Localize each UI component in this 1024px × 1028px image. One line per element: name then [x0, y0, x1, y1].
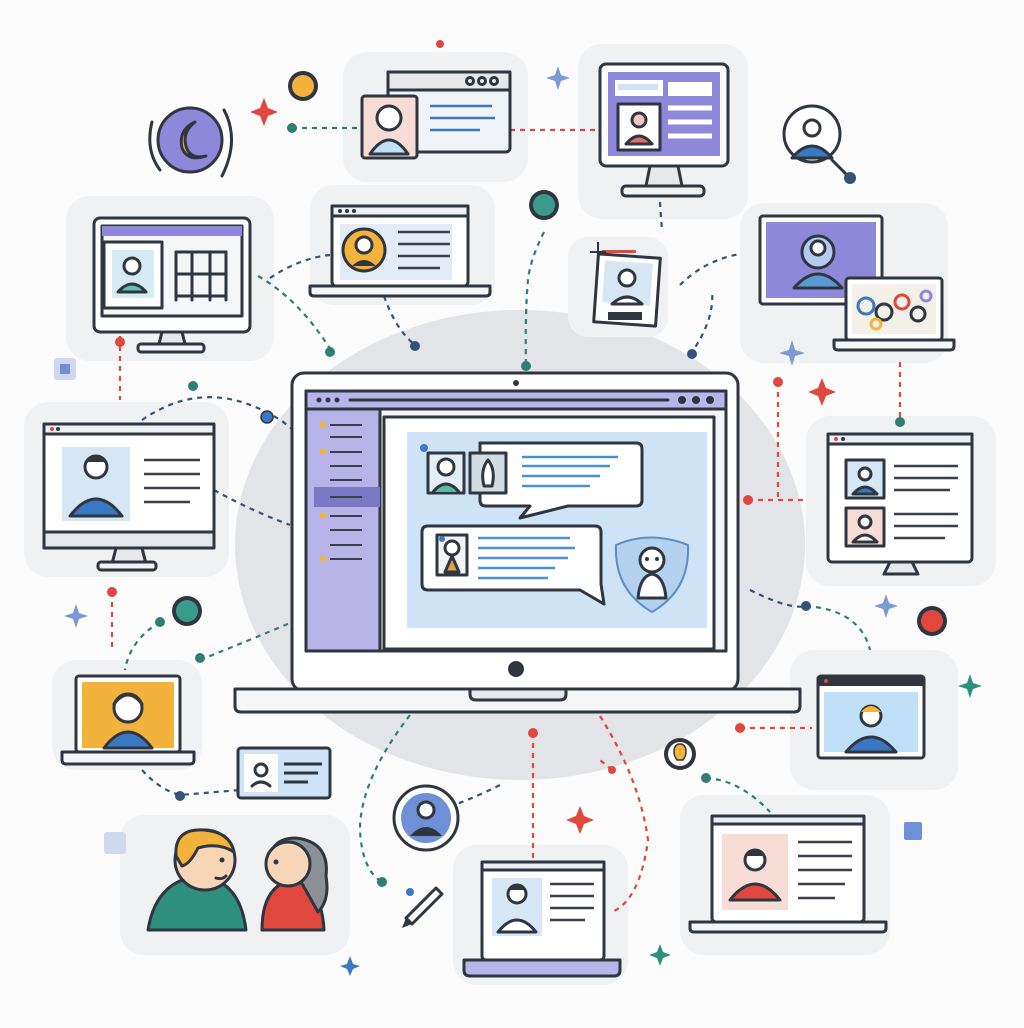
- pen-icon: [402, 886, 444, 928]
- connector-dots: [107, 40, 905, 887]
- laptop-icon: [832, 276, 956, 352]
- browser-window-card: [816, 674, 926, 760]
- small-square-icon: [54, 358, 922, 854]
- desktop-monitor-icon: [598, 62, 730, 198]
- browser-window-card: [360, 70, 512, 160]
- chat-bubble-icon: [478, 441, 644, 520]
- profile-card-icon: [236, 746, 332, 800]
- desktop-monitor-icon: [92, 216, 252, 354]
- desktop-monitor-icon: [826, 432, 974, 576]
- laptop-icon: [308, 204, 492, 298]
- moon-icon: [148, 106, 234, 178]
- laptop-icon: [462, 860, 622, 978]
- sparkle-icon: [64, 66, 982, 976]
- user-avatar-icon: [392, 784, 460, 852]
- desktop-monitor-icon: [42, 422, 216, 572]
- central-laptop: [233, 371, 802, 714]
- lightbulb-icon: [673, 743, 687, 761]
- profile-photo-card: [590, 242, 662, 328]
- user-avatar-icon: [782, 104, 856, 184]
- laptop-icon: [60, 674, 196, 766]
- people-conversation: [146, 828, 329, 932]
- laptop-icon: [688, 814, 888, 934]
